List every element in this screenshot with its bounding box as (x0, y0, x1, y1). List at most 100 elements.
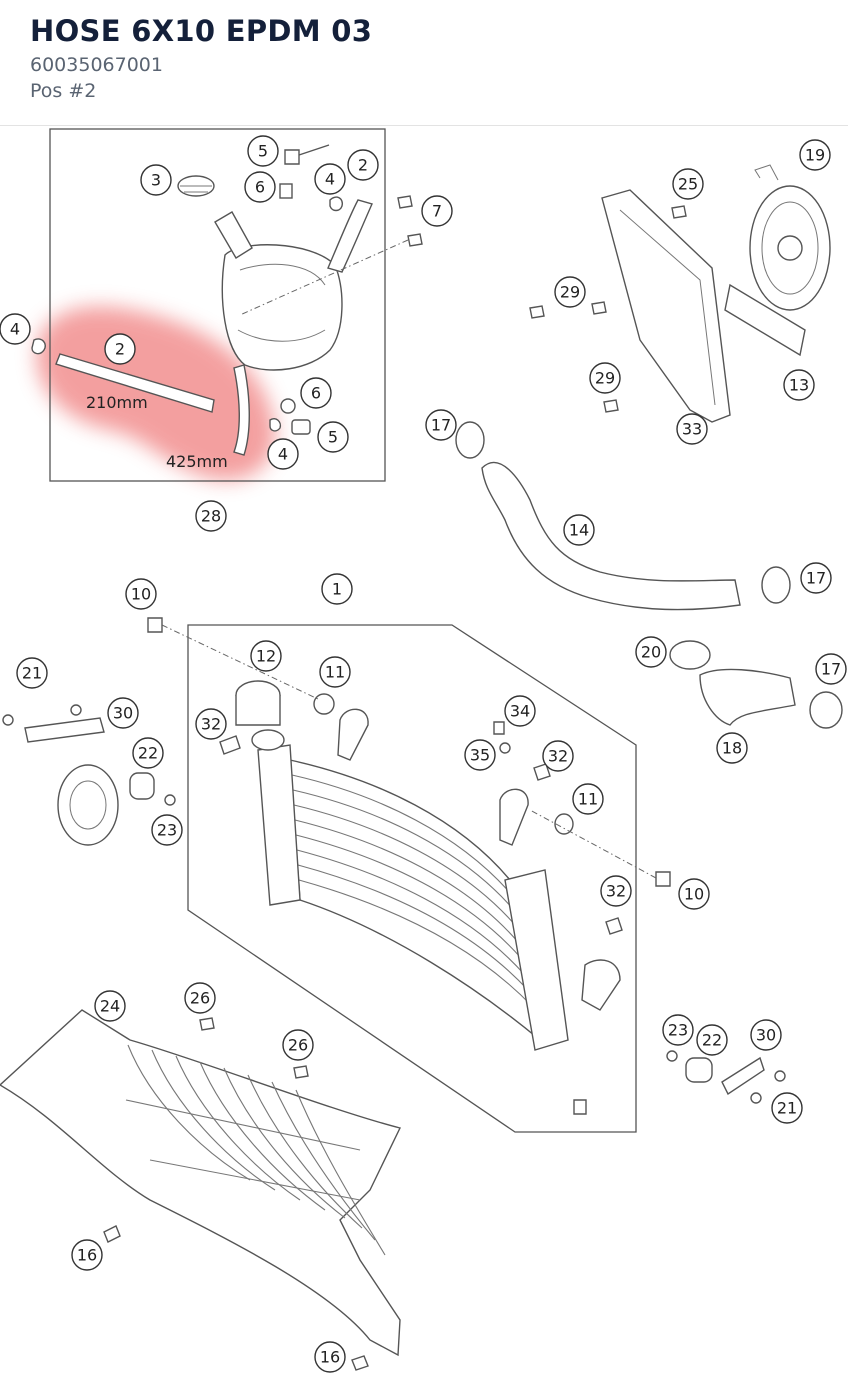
callout-16: 16 (71, 1239, 103, 1271)
radiator-hose-group (455, 421, 843, 729)
left-bracket-group (2, 704, 176, 846)
screw-21c (774, 1070, 786, 1082)
callout-number: 12 (256, 647, 276, 666)
callout-number: 3 (151, 171, 161, 190)
callout-13: 13 (783, 369, 815, 401)
measurement-210: 210mm (86, 393, 148, 412)
screw-25 (671, 205, 687, 219)
radiator-outlet (581, 959, 621, 1011)
callout-number: 22 (702, 1031, 722, 1050)
callout-32: 32 (542, 740, 574, 772)
callout-18: 18 (716, 732, 748, 764)
callout-5: 5 (247, 135, 279, 167)
radiator-box-1 (187, 624, 637, 1133)
callout-23: 23 (151, 814, 183, 846)
group-box-28 (49, 128, 386, 482)
expansion-tank (221, 244, 343, 371)
tank-filler-neck (214, 211, 253, 259)
callout-32: 32 (195, 708, 227, 740)
bracket-30b (721, 1056, 765, 1096)
callout-number: 7 (432, 202, 442, 221)
callout-number: 32 (548, 747, 568, 766)
screw-7 (397, 195, 413, 209)
callout-number: 2 (115, 340, 125, 359)
callout-4: 4 (314, 163, 346, 195)
callout-number: 26 (288, 1036, 308, 1055)
callout-10: 10 (125, 578, 157, 610)
callout-19: 19 (799, 139, 831, 171)
screw-21b (70, 704, 82, 716)
radiator-right-tank (504, 869, 569, 1051)
callout-4: 4 (267, 438, 299, 470)
callout-number: 35 (470, 746, 490, 765)
screw-16b (351, 1355, 369, 1371)
callout-number: 16 (320, 1348, 340, 1367)
hose-425mm (233, 364, 250, 456)
screw-26a (199, 1017, 215, 1031)
callout-number: 30 (113, 704, 133, 723)
callout-29: 29 (554, 276, 586, 308)
callout-number: 30 (756, 1026, 776, 1045)
callout-number: 29 (560, 283, 580, 302)
screw-29a (529, 305, 545, 319)
clamp-lower (269, 418, 282, 432)
measurement-425: 425mm (166, 452, 228, 471)
callout-number: 18 (722, 739, 742, 758)
clamp-left (31, 338, 46, 355)
callout-5: 5 (317, 421, 349, 453)
callout-number: 32 (201, 715, 221, 734)
callout-number: 10 (131, 585, 151, 604)
callout-number: 10 (684, 885, 704, 904)
callout-number: 21 (22, 664, 42, 683)
nut-23a (164, 794, 176, 806)
callout-1: 1 (321, 573, 353, 605)
callout-28: 28 (195, 500, 227, 532)
callout-number: 11 (325, 663, 345, 682)
callout-number: 29 (595, 369, 615, 388)
washer-top (279, 183, 293, 199)
fan-group (529, 164, 831, 423)
callout-number: 17 (431, 416, 451, 435)
part-number: 60035067001 (30, 54, 163, 76)
callout-11: 11 (572, 783, 604, 815)
callout-7: 7 (421, 195, 453, 227)
callout-35: 35 (464, 739, 496, 771)
callout-2: 2 (104, 333, 136, 365)
callout-14: 14 (563, 514, 595, 546)
callout-number: 13 (789, 376, 809, 395)
bracket-right (499, 788, 529, 846)
callout-number: 24 (100, 997, 120, 1016)
breather-hose-upper (327, 199, 373, 273)
grommet-11a (313, 693, 335, 715)
callout-number: 33 (682, 420, 702, 439)
radiator-guard-group (0, 1009, 402, 1371)
radiator-hose-14 (481, 461, 741, 611)
screw-21a (2, 714, 14, 726)
callout-3: 3 (140, 164, 172, 196)
hose-clamp-17b (761, 566, 791, 604)
bolt-10b (655, 871, 671, 887)
callout-number: 5 (258, 142, 268, 161)
valve-lower (291, 419, 311, 435)
callout-number: 17 (806, 569, 826, 588)
callout-21: 21 (771, 1092, 803, 1124)
screw-34 (493, 721, 505, 735)
callout-22: 22 (132, 737, 164, 769)
bracket-30a (24, 717, 105, 743)
callout-number: 11 (578, 790, 598, 809)
washer-35 (499, 742, 511, 754)
callout-number: 20 (641, 643, 661, 662)
callout-12: 12 (250, 640, 282, 672)
callout-33: 33 (676, 413, 708, 445)
callout-4: 4 (0, 313, 31, 345)
screw-26b (293, 1065, 309, 1079)
fan-bracket-13 (724, 283, 806, 357)
clip-32c (605, 917, 623, 935)
callout-17: 17 (815, 653, 847, 685)
damper-22a (129, 772, 155, 800)
fan-shroud (601, 189, 731, 423)
filler-neck (251, 729, 285, 751)
callout-11: 11 (319, 656, 351, 688)
callout-30: 30 (107, 697, 139, 729)
callout-20: 20 (635, 636, 667, 668)
